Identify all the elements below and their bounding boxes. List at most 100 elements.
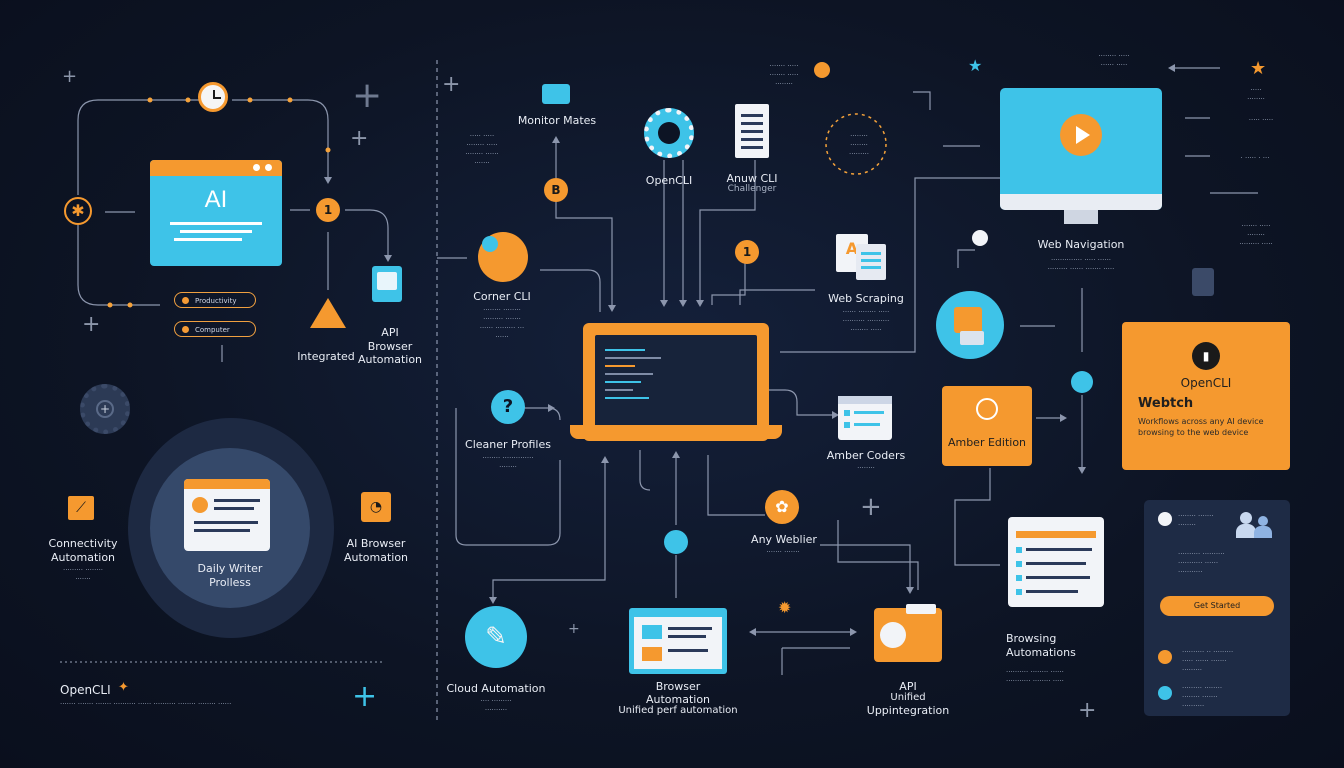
right-desc-4: ······· ······················ ····· bbox=[1239, 222, 1273, 248]
doc-a-icon: A bbox=[836, 234, 888, 282]
hat-icon bbox=[310, 298, 346, 328]
play-icon bbox=[1060, 114, 1102, 156]
connectivity-desc: ········· ··············· bbox=[62, 566, 104, 583]
api-browser-line1: API bbox=[381, 326, 399, 339]
ring-desc: ························· bbox=[848, 132, 870, 158]
opencli-logo-icon: ▮ bbox=[1192, 342, 1220, 370]
plus-icon: + bbox=[62, 66, 78, 87]
chat-icon bbox=[542, 84, 570, 104]
panel-item-icon-2 bbox=[1158, 686, 1172, 700]
productivity-pill[interactable]: Productivity bbox=[174, 292, 256, 308]
right-desc-1: ············· bbox=[1247, 86, 1265, 103]
api-integration-line2: Unified bbox=[890, 692, 926, 703]
settings-gear-icon: + bbox=[80, 384, 130, 434]
hub-label-line1: Daily Writer bbox=[197, 562, 263, 575]
cleaner-profiles-label: Cleaner Profiles bbox=[465, 438, 551, 451]
monitor-icon bbox=[1000, 88, 1162, 210]
right-panel: ········ ··············· ·········· ····… bbox=[1144, 500, 1290, 716]
opencli-card: ▮ OpenCLI Webtch Workflows across any AI… bbox=[1122, 322, 1290, 470]
integrated-label: Integrated bbox=[297, 350, 355, 363]
opencli-label: OpenCLI bbox=[645, 174, 693, 187]
panel-desc-item2: ········· ················ ·············… bbox=[1182, 684, 1223, 710]
web-scraping-desc: ······ ········ ··············· ········… bbox=[842, 308, 890, 334]
ai-window-title: AI bbox=[204, 186, 228, 213]
star-icon-orange: ★ bbox=[1250, 58, 1267, 79]
panel-desc-mid: ·········· ····················· ·······… bbox=[1178, 550, 1225, 576]
top-mid-desc: ······· ············ ············· bbox=[769, 62, 799, 88]
browser-automation-line2: Automation bbox=[645, 693, 711, 706]
web-scraping-label: Web Scraping bbox=[828, 292, 904, 305]
star-icon: ✦ bbox=[118, 680, 129, 695]
opencli-card-title: OpenCLI bbox=[1180, 376, 1232, 390]
cloud-automation-icon: ✎ bbox=[465, 606, 527, 668]
top-right-desc: ········ ··········· ····· bbox=[1098, 52, 1130, 69]
laptop-icon bbox=[583, 323, 769, 441]
question-icon: ? bbox=[491, 390, 525, 424]
folder-icon bbox=[874, 604, 942, 662]
api-integration-line3: Uppintegration bbox=[866, 704, 950, 717]
computer-pill[interactable]: Computer bbox=[174, 321, 256, 337]
plus-icon: + bbox=[1078, 698, 1097, 723]
monitor-stand bbox=[1064, 210, 1098, 224]
connectivity-line2: Automation bbox=[50, 551, 116, 564]
hub-label-line2: Prolless bbox=[209, 576, 251, 589]
api-browser-line2: Browser bbox=[367, 340, 413, 353]
opencli-gear-icon bbox=[644, 108, 694, 158]
cloud-automation-label: Cloud Automation bbox=[446, 682, 546, 695]
web-navigation-desc: ·············· ····· ··············· ···… bbox=[1047, 256, 1115, 273]
monitor-mates-label: Monitor Mates bbox=[517, 114, 597, 127]
ai-window: AI bbox=[150, 160, 282, 266]
profile-circle-icon bbox=[936, 291, 1004, 359]
browsing-automations-line2: Automations bbox=[1006, 646, 1076, 659]
plus-icon: + bbox=[350, 126, 369, 151]
gear-icon: ✱ bbox=[64, 197, 92, 225]
laptop-base bbox=[570, 425, 782, 439]
ai-browser-line2: Automation bbox=[343, 551, 409, 564]
plus-icon: + bbox=[352, 75, 383, 116]
clock-icon bbox=[198, 82, 228, 112]
browser-automation-line3: Unified perf automation bbox=[618, 705, 738, 716]
connectivity-line1: Connectivity bbox=[48, 537, 118, 550]
corner-globe-icon bbox=[478, 232, 528, 282]
step-number-top bbox=[814, 62, 830, 78]
briefcase-icon: ◔ bbox=[361, 492, 391, 522]
right-desc-3: · ····· · ··· bbox=[1240, 154, 1270, 162]
corner-cli-desc: ········ ················· ·············… bbox=[479, 306, 525, 341]
browser-automation-line1: Browser bbox=[655, 680, 701, 693]
amber-coders-label: Amber Coders bbox=[826, 449, 906, 462]
api-integration-line1: API bbox=[899, 680, 917, 693]
plus-icon: + bbox=[82, 312, 101, 337]
step-number-1: 1 bbox=[316, 198, 340, 222]
hub-window bbox=[184, 479, 270, 551]
get-started-button[interactable]: Get Started bbox=[1160, 596, 1274, 616]
api-browser-line3: Automation bbox=[357, 353, 423, 366]
browser-window-icon bbox=[629, 608, 727, 674]
footer-desc: ······· ······· ······· ·········· ·····… bbox=[60, 700, 232, 708]
any-weblier-label: Any Weblier bbox=[751, 533, 817, 546]
right-desc-2: ····· ····· bbox=[1248, 116, 1274, 124]
browsing-automations-desc: ·········· ········ ················· ··… bbox=[1006, 668, 1064, 685]
any-weblier-desc: ······· ······· bbox=[766, 548, 800, 556]
cloud-automation-desc: ···· ··················· bbox=[480, 697, 512, 714]
panel-desc-top: ········ ··············· bbox=[1178, 512, 1214, 529]
cleaner-profiles-desc: ········ ······················ bbox=[482, 454, 534, 471]
browser-card-icon bbox=[838, 396, 892, 440]
star-small-icon: ✹ bbox=[778, 598, 792, 617]
star-icon-cyan: ★ bbox=[968, 56, 983, 75]
file-icon bbox=[735, 104, 769, 158]
any-cli-line1: Anuw CLI bbox=[726, 172, 778, 185]
people-icon bbox=[1236, 510, 1276, 540]
plus-icon: + bbox=[568, 621, 580, 637]
plus-icon: + bbox=[860, 492, 882, 522]
plus-icon: + bbox=[442, 72, 461, 97]
amber-coders-desc: ········ bbox=[857, 464, 875, 472]
panel-item-icon-1 bbox=[1158, 650, 1172, 664]
step-number-b: B bbox=[544, 178, 568, 202]
corner-cli-label: Corner CLI bbox=[473, 290, 531, 303]
web-navigation-label: Web Navigation bbox=[1037, 238, 1125, 251]
top-left-desc: ····· ············· ············· ······… bbox=[465, 132, 499, 167]
plus-icon: + bbox=[352, 679, 378, 714]
footer-opencli: OpenCLI bbox=[60, 683, 111, 697]
task-list-card bbox=[1008, 517, 1104, 607]
